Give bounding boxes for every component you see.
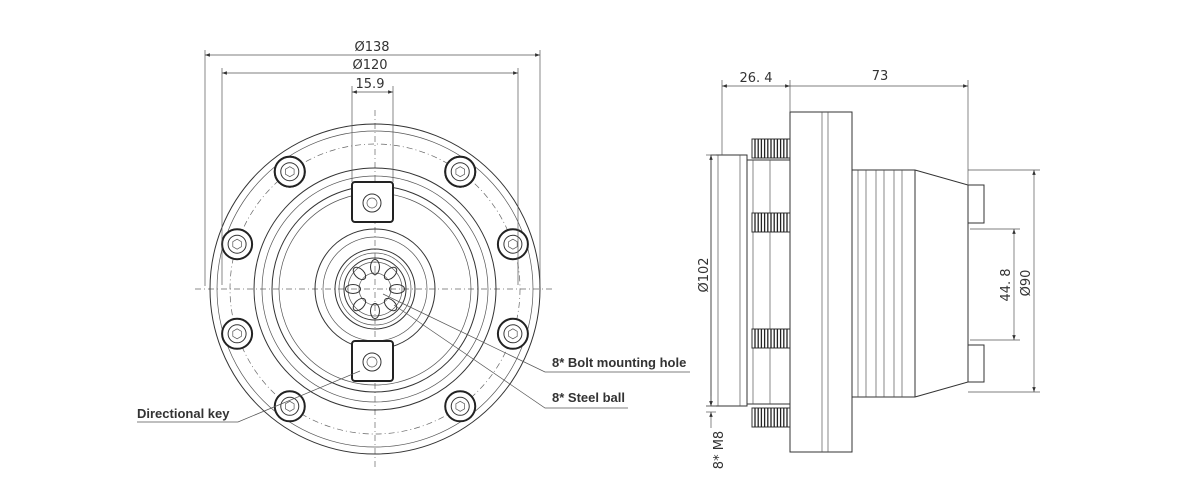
thread-stack-3 <box>751 328 791 349</box>
dim-body-length: 73 <box>872 69 889 84</box>
bolt-head-3 <box>496 228 529 261</box>
side-body <box>852 169 969 398</box>
side-pin-top <box>967 184 985 224</box>
thread-ridges <box>751 138 791 428</box>
outer-flange-circle <box>209 123 541 455</box>
directional-key-top <box>351 181 394 223</box>
steel-ball-8 <box>383 266 398 281</box>
dimension-pin-spacing: 44. 8 <box>970 228 1020 341</box>
dim-flange-thickness: 26. 4 <box>739 71 772 86</box>
dimension-flange-thickness: 26. 4 <box>721 71 791 155</box>
side-view: 26. 4 73 Ø102 44. 8 Ø90 <box>697 69 1040 469</box>
bolt-pitch-circle <box>229 143 521 435</box>
leader-steel-ball: 8* Steel ball <box>393 304 628 409</box>
center-hub <box>334 248 416 330</box>
steel-ball-3 <box>370 303 380 319</box>
side-main-flange <box>789 111 853 453</box>
dim-key-width: 15.9 <box>356 77 385 92</box>
thread-stack-2 <box>751 212 791 233</box>
bolt-head-9 <box>273 155 306 188</box>
dim-body-diameter: Ø90 <box>1019 270 1034 297</box>
leader-directional-key: Directional key <box>137 370 361 423</box>
bolt-head-8 <box>221 228 254 261</box>
steel-ball-5 <box>345 284 361 294</box>
thread-stack-4 <box>751 407 791 428</box>
leader-bolt-hole: 8* Bolt mounting hole <box>382 293 690 373</box>
steel-ball-1 <box>389 284 405 294</box>
dimension-body-length: 73 <box>790 69 969 185</box>
bolt-head-5 <box>444 390 477 423</box>
dim-flange-diameter: Ø102 <box>697 257 712 292</box>
steel-ball-2 <box>383 297 398 312</box>
callout-directional-key: Directional key <box>137 406 230 421</box>
dim-pitch-diameter: Ø120 <box>352 58 387 73</box>
dimension-outer-diameter: Ø138 <box>204 40 541 286</box>
directional-key-bottom <box>351 340 394 382</box>
steel-ball-4 <box>352 297 367 312</box>
callout-steel-ball: 8* Steel ball <box>552 390 625 405</box>
bolt-head-4 <box>496 317 529 350</box>
dimension-body-diameter: Ø90 <box>968 169 1040 393</box>
dim-thread: 8* M8 <box>712 431 727 469</box>
front-view: Ø138 Ø120 15.9 8* Bolt mounting hole 8* … <box>137 40 690 470</box>
bolt-head-7 <box>221 317 254 350</box>
dimension-pitch-diameter: Ø120 <box>221 58 519 285</box>
dim-outer-diameter: Ø138 <box>354 40 389 55</box>
dimension-key-width: 15.9 <box>351 77 394 182</box>
steel-ball-6 <box>352 266 367 281</box>
side-pin-bottom <box>967 344 985 383</box>
bolt-head-10 <box>444 155 477 188</box>
dimension-flange-diameter: Ø102 <box>697 154 716 407</box>
thread-stack-1 <box>751 138 791 159</box>
callout-bolt-hole: 8* Bolt mounting hole <box>552 355 686 370</box>
steel-ball-7 <box>370 259 380 275</box>
dimension-thread: 8* M8 <box>706 396 727 469</box>
dim-pin-spacing: 44. 8 <box>999 268 1014 301</box>
side-base-plate <box>710 154 748 407</box>
